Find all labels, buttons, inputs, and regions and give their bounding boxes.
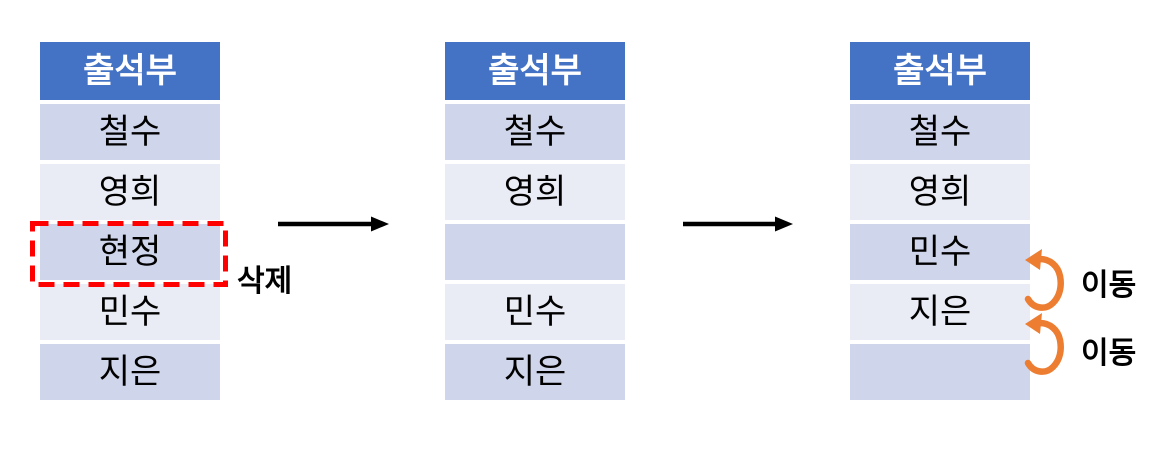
table-row: 영희 [850,164,1030,220]
table-row-empty [850,344,1030,400]
table-header: 출석부 [445,42,625,100]
attendance-table-after-delete: 출석부 철수 영희 민수 지은 [445,42,625,400]
flow-right-arrow-icon [278,216,389,232]
table-row-marked-for-delete: 현정 [40,224,220,280]
move-up-curved-arrow-icon [1024,249,1064,311]
attendance-table-before-delete: 출석부 철수 영희 현정 민수 지은 [40,42,220,400]
move-label: 이동 [1081,337,1137,370]
flow-arrow-head [371,216,389,232]
move-up-curved-arrow-icon [1024,313,1064,375]
table-row: 영희 [40,164,220,220]
attendance-table-after-move: 출석부 철수 영희 민수 지은 [850,42,1030,400]
table-row: 철수 [850,104,1030,160]
table-row-moved: 지은 [850,284,1030,340]
table-header: 출석부 [850,42,1030,100]
delete-label: 삭제 [237,265,293,298]
table-row: 철수 [445,104,625,160]
table-row: 민수 [40,284,220,340]
table-row: 지은 [40,344,220,400]
table-row-moved: 민수 [850,224,1030,280]
table-row-empty [445,224,625,280]
flow-arrow-head [775,216,793,232]
table-row: 지은 [445,344,625,400]
table-row: 철수 [40,104,220,160]
move-label: 이동 [1081,269,1137,302]
flow-right-arrow-icon [683,216,793,232]
table-header: 출석부 [40,42,220,100]
table-row: 영희 [445,164,625,220]
table-row: 민수 [445,284,625,340]
